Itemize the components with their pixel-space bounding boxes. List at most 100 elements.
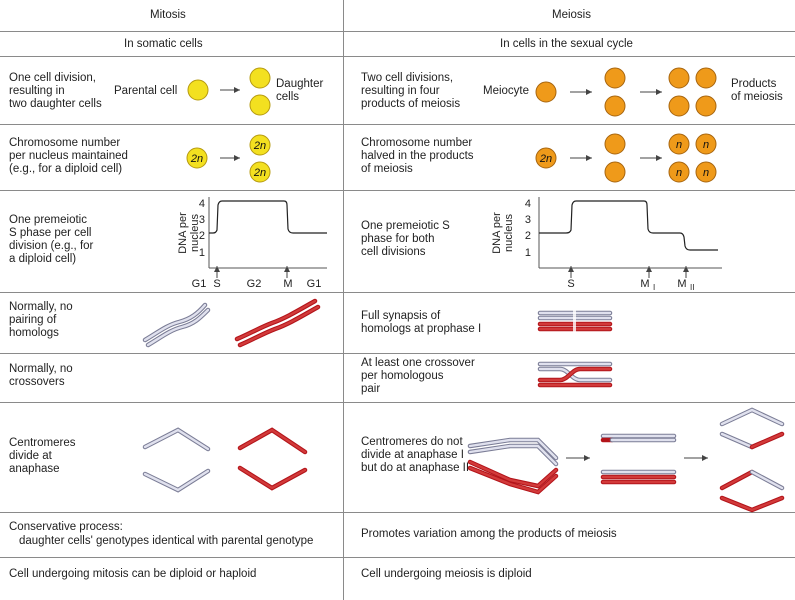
mitosis-sphase-line1: One premeiotic: [9, 214, 87, 226]
parental-cell-label: Parental cell: [114, 85, 178, 97]
mitosis-division-line1: One cell division,: [9, 72, 96, 84]
meiocyte-cell: [535, 81, 557, 103]
diploid-cell: [249, 134, 271, 156]
row-rule: [0, 292, 795, 293]
row-rule: [0, 190, 795, 191]
meiosis-sphase-line1: One premeiotic S: [361, 220, 450, 232]
meiocyte-label: Meiocyte: [483, 85, 530, 97]
y-tick-4: 4: [199, 198, 205, 210]
row-rule: [0, 512, 795, 513]
mitosis-synapsis-line3: homologs: [9, 327, 59, 339]
meiosis-chromnum-line1: Chromosome number: [361, 137, 473, 149]
meiosis-synapsis-line2: homologs at prophase I: [361, 323, 482, 335]
diploid-label: 2n: [253, 167, 266, 179]
meiosis-subheader: In cells in the sexual cycle: [500, 38, 633, 50]
mitosis-crossover-line2: crossovers: [9, 376, 65, 388]
unpaired-homolog-red: [234, 298, 321, 348]
grey-chromatid-pairs: [142, 427, 211, 493]
daughter-cell: [249, 94, 271, 116]
y-tick-1: 1: [199, 247, 205, 259]
product-cell: [668, 67, 690, 89]
y-tick-2: 2: [199, 230, 205, 242]
meiosis-dna-graph: DNA per nucleus 4 3 2 1 S M I M II: [491, 197, 722, 292]
row-rule: [0, 56, 795, 57]
haploid-label: n: [676, 139, 682, 151]
diploid-meiocyte: [535, 147, 557, 169]
parental-cell: [187, 79, 209, 101]
mitosis-centromere-line1: Centromeres: [9, 437, 76, 449]
diploid-cell: [249, 161, 271, 183]
meiosis-division-line3: products of meiosis: [361, 98, 461, 110]
haploid-cell: [668, 161, 690, 183]
meiosis-crossover-line3: pair: [361, 383, 381, 395]
dna-content-line: [539, 200, 718, 251]
haploid-label: n: [703, 139, 709, 151]
meiosis-crossover-line2: per homologous: [361, 370, 444, 382]
mitosis-chromnum-line2: per nucleus maintained: [9, 150, 128, 162]
mitosis-centromere-line2: divide at: [9, 450, 52, 462]
haploid-cell: [695, 133, 717, 155]
mitosis-sphase-line2: S phase per cell: [9, 227, 92, 239]
x-label-g1: G1: [192, 278, 207, 290]
meiosis-centromere-line1: Centromeres do not: [361, 436, 463, 448]
mitosis-chromnum-line1: Chromosome number: [9, 137, 121, 149]
mitosis-ploidy-text: Cell undergoing mitosis can be diploid o…: [9, 568, 257, 580]
meiosis-synapsis-line1: Full synapsis of: [361, 310, 441, 322]
x-label-m1-sub: I: [653, 283, 655, 292]
column-divider: [343, 0, 344, 600]
x-label-m: M: [283, 278, 292, 290]
row-rule: [0, 557, 795, 558]
anaphase-i-chromosomes: [467, 437, 559, 495]
intermediate-cell: [604, 95, 626, 117]
meiosis-crossover-line1: At least one crossover: [361, 357, 475, 369]
product-cell: [695, 95, 717, 117]
meiosis-sphase-line3: cell divisions: [361, 246, 426, 258]
mitosis-division-line3: two daughter cells: [9, 98, 102, 110]
y-tick-3: 3: [199, 214, 205, 226]
row-rule: [0, 402, 795, 403]
crossover-homologs: [537, 361, 613, 388]
y-tick-1: 1: [525, 247, 531, 259]
meiosis-header: Meiosis: [552, 9, 591, 21]
diploid-label: 2n: [253, 140, 266, 152]
y-axis-label-2: nucleus: [503, 214, 515, 252]
dna-content-line: [209, 200, 327, 234]
meiosis-sphase-line2: phase for both: [361, 233, 435, 245]
mitosis-division-line2: resulting in: [9, 85, 65, 97]
mitosis-synapsis-line1: Normally, no: [9, 301, 73, 313]
x-label-m2-sub: II: [690, 283, 694, 292]
x-label-g2: G2: [247, 278, 262, 290]
mitosis-synapsis-line2: pairing of: [9, 314, 57, 326]
mitosis-subheader: In somatic cells: [124, 38, 203, 50]
header-rule: [0, 31, 795, 32]
mitosis-sphase-line3: division (e.g., for: [9, 240, 94, 252]
meiosis-centromere-line2: divide at anaphase I: [361, 449, 464, 461]
mitosis-process-line1: Conservative process:: [9, 521, 123, 533]
meiosis-division-line1: Two cell divisions,: [361, 72, 454, 84]
product-cell: [668, 95, 690, 117]
diploid-label: 2n: [190, 153, 203, 165]
y-axis-label-1: DNA per: [177, 212, 189, 254]
products-label-1: Products: [731, 78, 777, 90]
unpaired-homolog-grey: [142, 302, 211, 348]
mitosis-chromnum-line3: (e.g., for a diploid cell): [9, 163, 123, 175]
daughter-cell: [249, 67, 271, 89]
product-cell: [695, 67, 717, 89]
y-tick-4: 4: [525, 198, 531, 210]
meiosis-centromere-line3: but do at anaphase II: [361, 462, 470, 474]
haploid-cell: [695, 161, 717, 183]
haploid-label: n: [676, 167, 682, 179]
mitosis-crossover-line1: Normally, no: [9, 363, 73, 375]
meiosis-ploidy-text: Cell undergoing meiosis is diploid: [361, 568, 532, 580]
mitosis-header: Mitosis: [150, 9, 186, 21]
x-label-m1: M: [640, 278, 649, 290]
meiosis-division-line2: resulting in four: [361, 85, 440, 97]
diploid-label: 2n: [539, 153, 552, 165]
red-chromatid-pairs: [237, 427, 308, 491]
anaphase-i-products: [600, 433, 677, 485]
mitosis-sphase-line4: a diploid cell): [9, 253, 77, 265]
mitosis-dna-graph: DNA per nucleus 4 3 2 1 G1 S G2 M G1: [177, 197, 327, 290]
row-rule: [0, 124, 795, 125]
anaphase-ii-products: [719, 407, 785, 513]
